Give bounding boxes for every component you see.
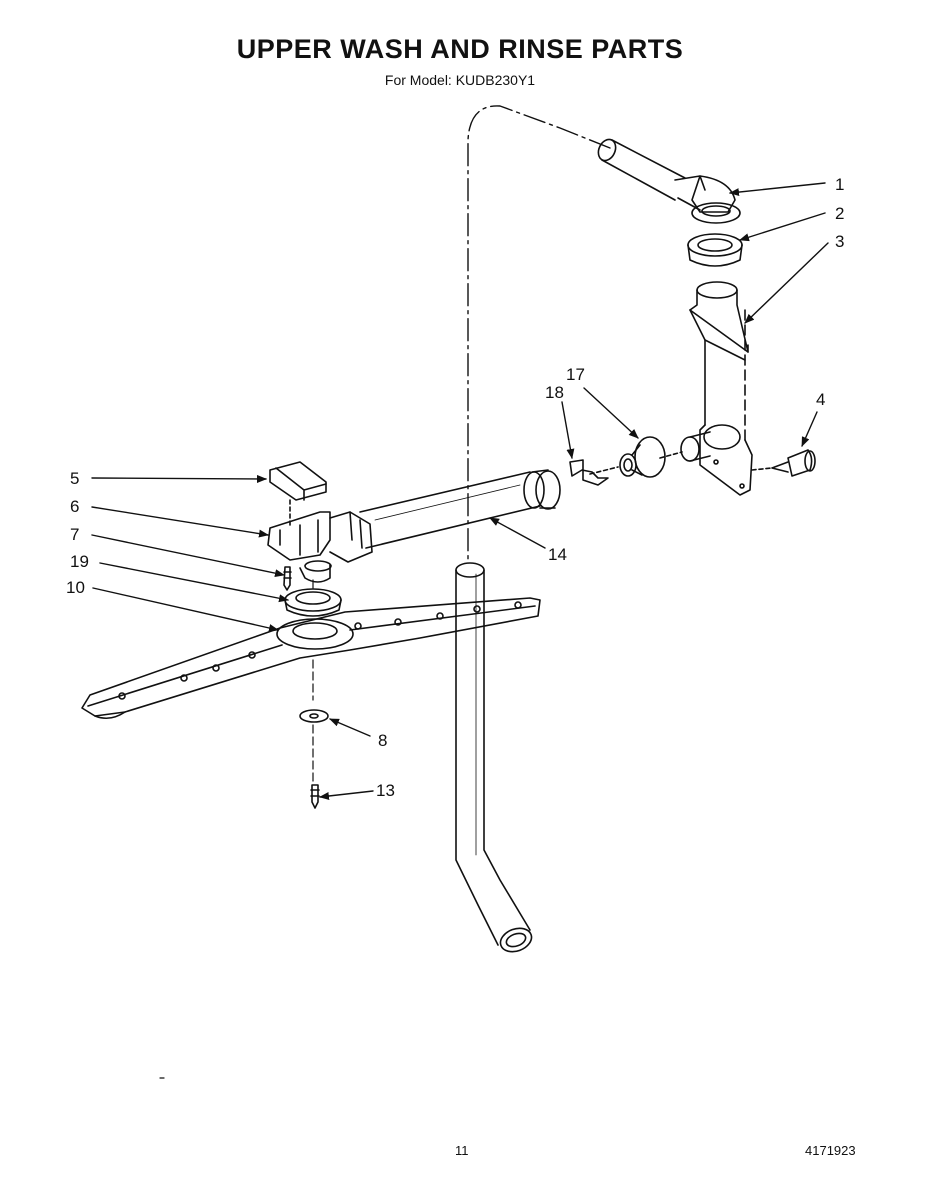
callout-6: 6	[70, 497, 79, 516]
part-7-screw	[283, 566, 292, 591]
callout-10: 10	[66, 578, 85, 597]
callout-2: 2	[835, 204, 844, 223]
part-13-screw	[310, 784, 320, 809]
callout-17: 17	[566, 365, 585, 384]
part-14-wash-tube	[359, 469, 561, 549]
part-17-diverter	[589, 431, 711, 478]
callout-3: 3	[835, 232, 844, 251]
callout-5: 5	[70, 469, 79, 488]
lower-supply-tube	[455, 562, 533, 953]
callout-8: 8	[378, 731, 387, 750]
part-18-clip	[569, 459, 609, 486]
callout-1: 1	[835, 175, 844, 194]
callout-19: 19	[70, 552, 89, 571]
callout-4: 4	[816, 390, 825, 409]
part-4-fastener	[751, 449, 816, 477]
part-2-grommet	[687, 233, 743, 267]
part-5-cover	[269, 461, 327, 526]
callout-14: 14	[548, 545, 567, 564]
part-8-washer	[299, 709, 329, 723]
part-6-bracket	[267, 511, 373, 583]
callout-18: 18	[545, 383, 564, 402]
model-subtitle: For Model: KUDB230Y1	[384, 72, 536, 88]
leader-lines	[91, 182, 829, 800]
page-title: UPPER WASH AND RINSE PARTS	[236, 34, 684, 64]
part-3-manifold	[689, 281, 753, 496]
part-1-elbow	[597, 138, 741, 224]
part-19-bearing	[284, 588, 342, 617]
page-number: 11	[455, 1143, 469, 1158]
part-10-spray-arm	[81, 597, 541, 720]
callout-7: 7	[70, 525, 79, 544]
callout-13: 13	[376, 781, 395, 800]
document-number: 4171923	[805, 1143, 856, 1158]
feed-tube-dashed	[467, 105, 611, 561]
